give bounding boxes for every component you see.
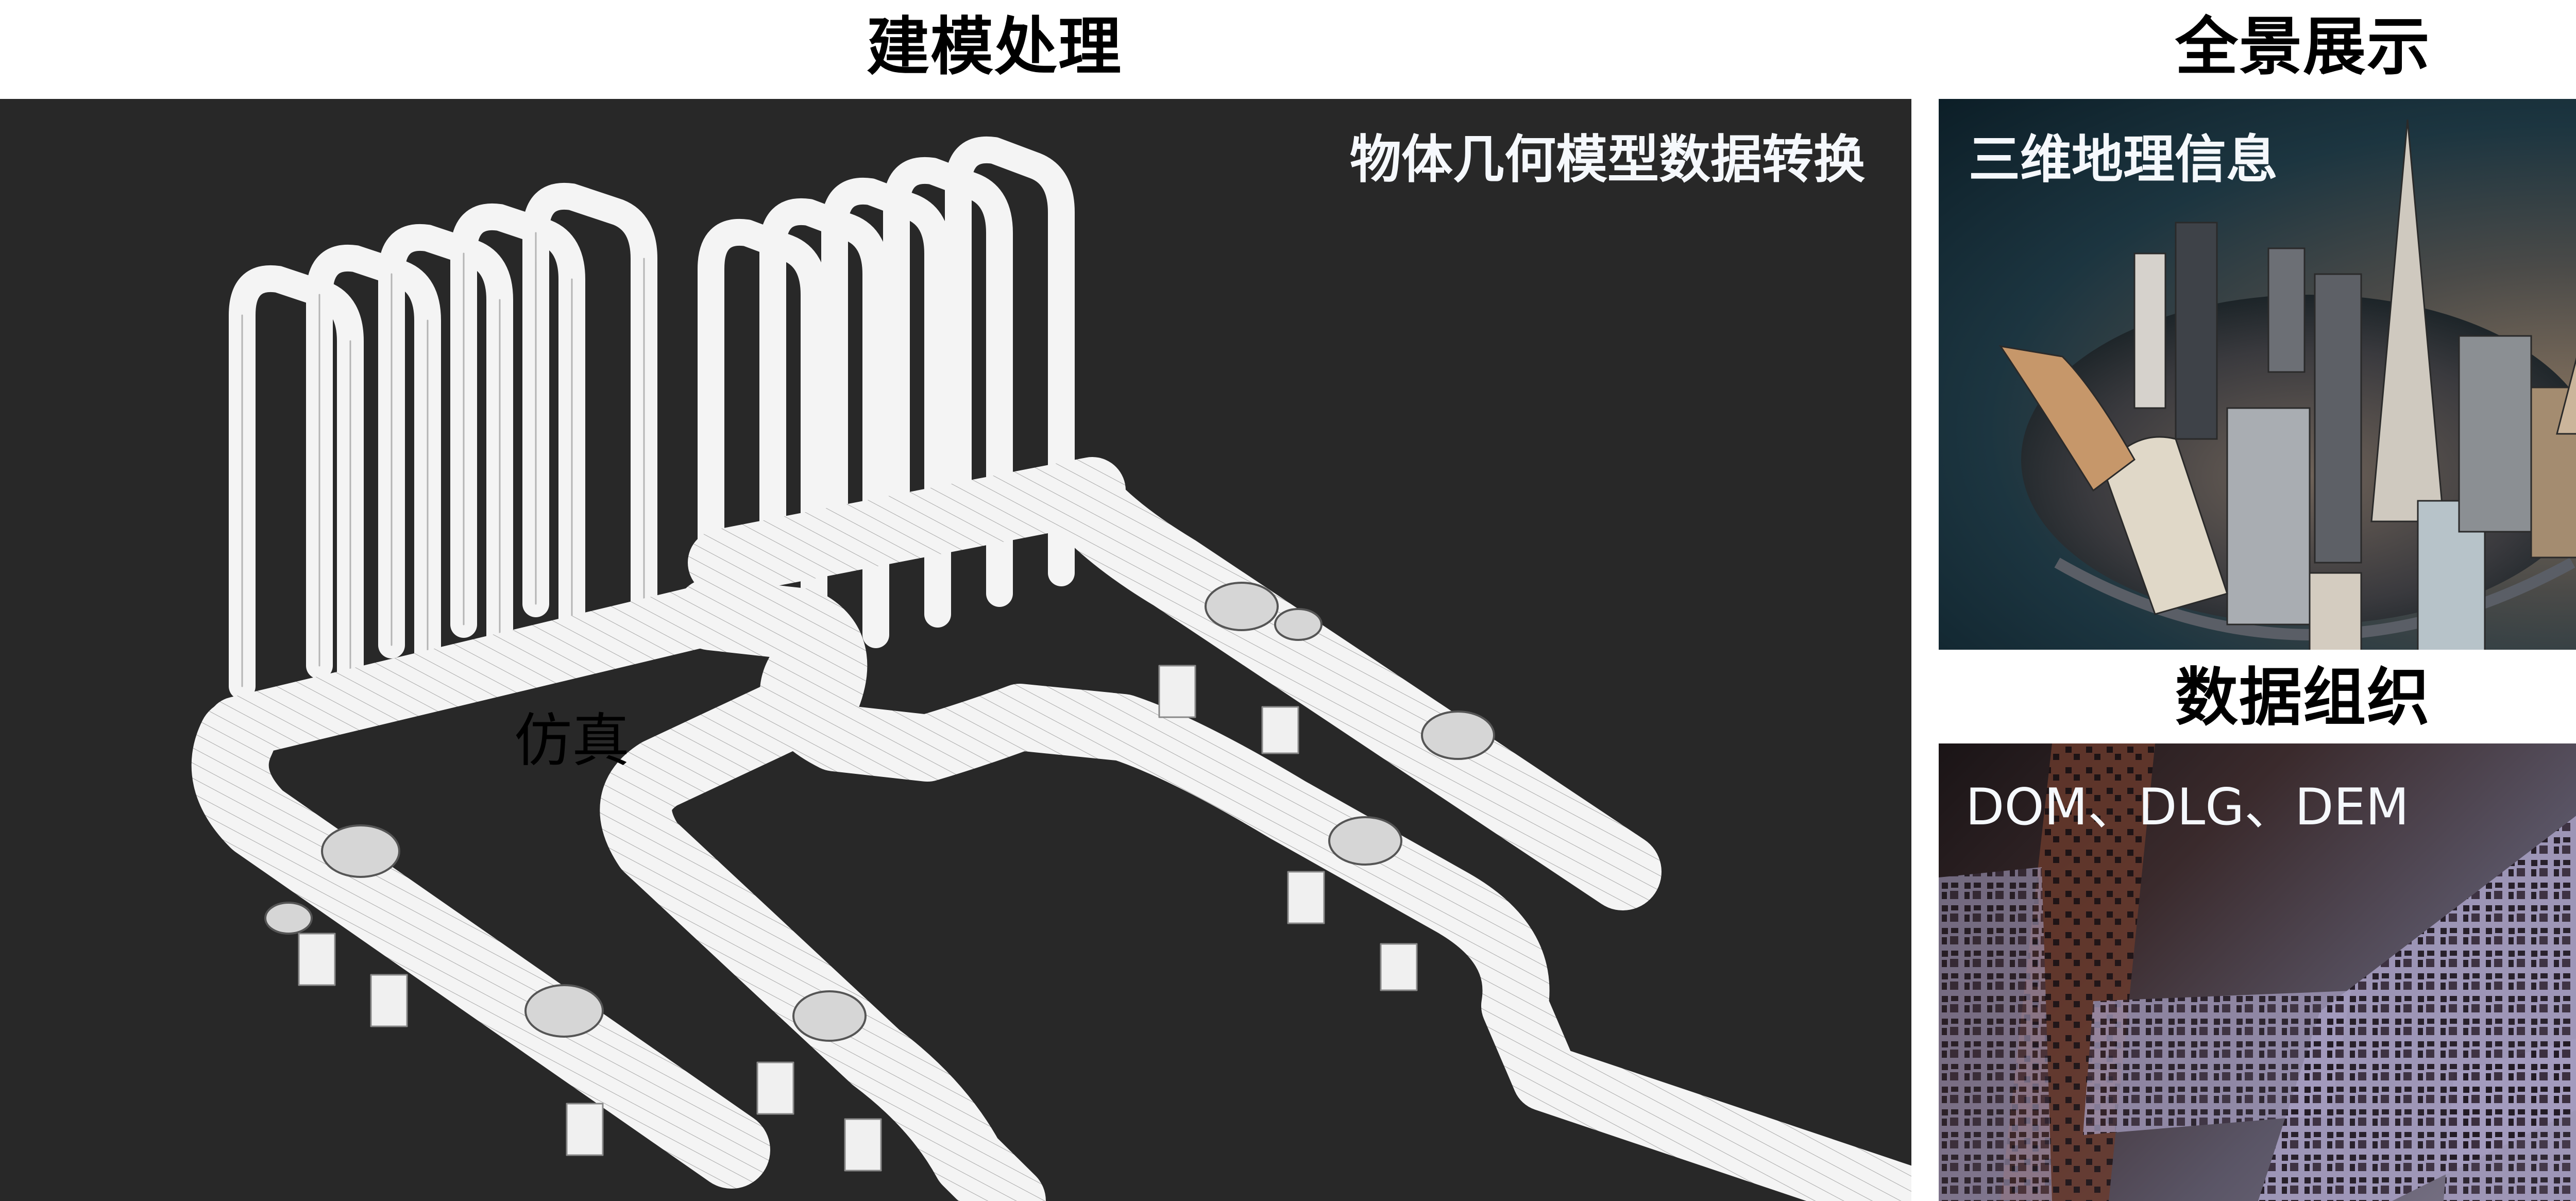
heading-data-organization: 数据组织: [2175, 661, 2431, 734]
3d-city-image: 三维地理信息: [1939, 99, 2576, 650]
data-organization-image: DOM、DLG、DEM: [1939, 743, 2576, 1201]
label-3d-geographic-info: 三维地理信息: [1969, 129, 2278, 190]
city-sphere-illustration: [1998, 119, 2576, 650]
label-simulation: 仿真: [514, 707, 630, 774]
pipe-wireframe-illustration: [191, 136, 1911, 1201]
heading-panorama: 全景展示: [2175, 10, 2431, 83]
label-geometry-data-conversion: 物体几何模型数据转换: [1350, 129, 1865, 190]
pipe-model-image: 物体几何模型数据转换 仿真: [0, 99, 1911, 1201]
fractal-structure-illustration: [1939, 743, 2576, 1201]
label-dom-dlg-dem: DOM、DLG、DEM: [1965, 778, 2410, 837]
heading-modeling: 建模处理: [867, 10, 1122, 83]
